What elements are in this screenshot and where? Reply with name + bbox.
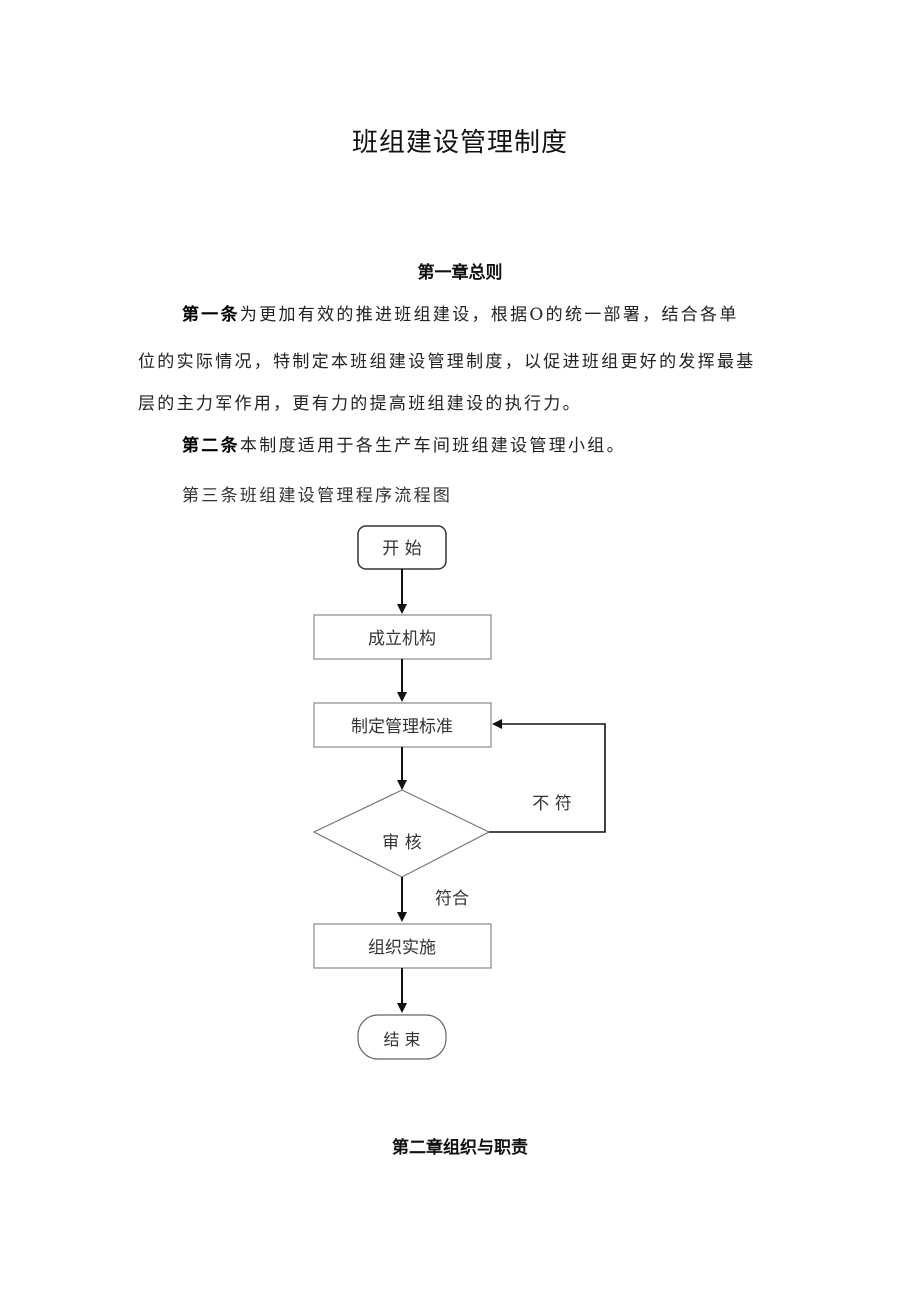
arrow-loop-back	[489, 719, 606, 833]
article-1-line-2: 位的实际情况，特制定本班组建设管理制度，以促进班组更好的发挥最基	[138, 352, 756, 372]
decision-review-label: 审 核	[382, 833, 421, 853]
document-title: 班组建设管理制度	[351, 128, 568, 158]
article-1-line-1: 第一条为更加有效的推进班组建设，根据O的统一部署，结合各单	[182, 300, 739, 325]
no-match-label: 不 符	[532, 794, 571, 814]
step-establish-org-label: 成立机构	[368, 629, 436, 649]
chapter-1-heading: 第一章总则	[417, 263, 503, 283]
article-2-label: 第二条	[182, 436, 240, 456]
article-1-line-3: 层的主力军作用，更有力的提高班组建设的执行力。	[138, 394, 582, 414]
step-implement-label: 组织实施	[368, 938, 436, 958]
match-label: 符合	[435, 889, 469, 909]
step-implement	[313, 923, 492, 969]
article-1-text-1: 为更加有效的推进班组建设，根据O的统一部署，结合各单	[239, 305, 739, 325]
article-1-label: 第一条	[182, 305, 240, 325]
step-set-standards	[313, 702, 492, 748]
article-2-line: 第二条本制度适用于各生产车间班组建设管理小组。	[182, 431, 626, 456]
step-set-standards-label: 制定管理标准	[351, 717, 453, 737]
start-label: 开 始	[382, 539, 421, 559]
chapter-2-heading: 第二章组织与职责	[392, 1138, 528, 1158]
end-label: 结 束	[383, 1030, 420, 1049]
article-3-text: 第三条班组建设管理程序流程图	[182, 486, 453, 506]
article-2-text: 本制度适用于各生产车间班组建设管理小组。	[239, 436, 626, 456]
end-node	[357, 1014, 447, 1060]
